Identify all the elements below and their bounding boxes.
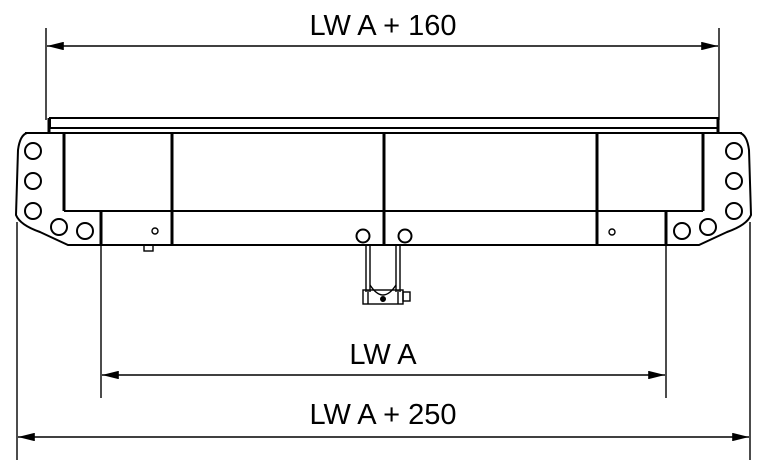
dimension-top-label: LW A + 160 bbox=[310, 10, 457, 42]
beam-body bbox=[25, 132, 742, 252]
dimension-middle-label: LW A bbox=[349, 339, 417, 371]
end-plate-left bbox=[14, 132, 102, 246]
dimension-top: LW A + 160 bbox=[45, 10, 720, 120]
center-hook bbox=[355, 228, 413, 305]
dimension-middle: LW A bbox=[100, 246, 667, 398]
top-plate bbox=[47, 117, 720, 132]
end-plate-right bbox=[665, 132, 753, 246]
dimension-bottom-label: LW A + 250 bbox=[310, 399, 457, 431]
dimension-bottom: LW A + 250 bbox=[16, 222, 751, 460]
